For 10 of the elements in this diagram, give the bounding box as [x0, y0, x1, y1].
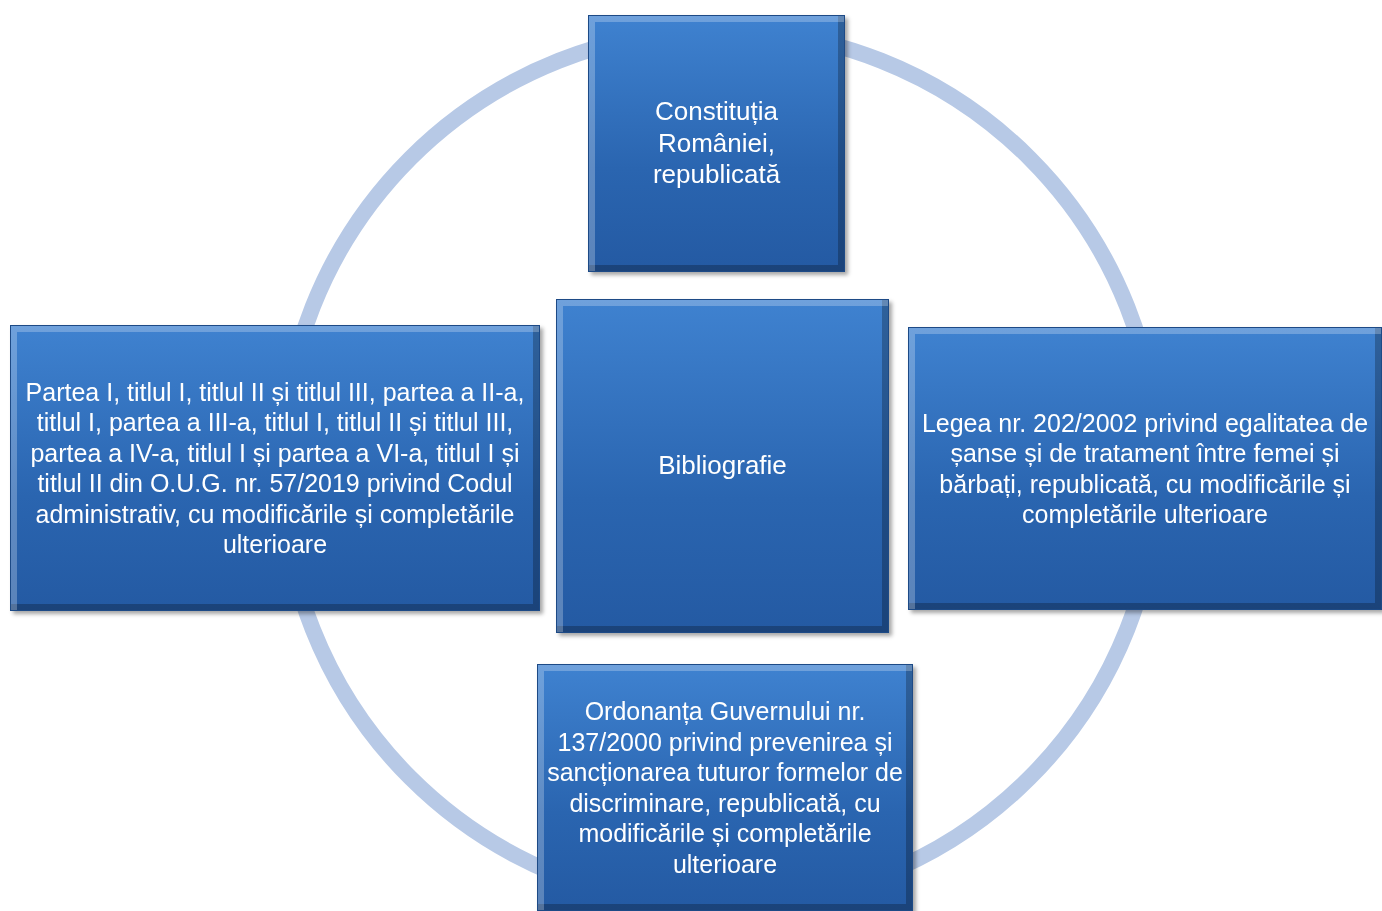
- text-box: [537, 664, 913, 911]
- text-box: [10, 325, 540, 611]
- box-text: Constituția României, republicată: [651, 95, 782, 192]
- box-text: Partea I, titlul I, titlul II și titlul III, partea a II-a, titlul I, partea a III-a, titlul I, titlul II și titlul III, partea a IV-a, titlul I și partea a VI-a, titlul I și titlul II din O.U.G. nr. 57/2019 privind Codul administrativ, cu modificările și completările ulterioare: [24, 376, 526, 560]
- box-text: Legea nr. 202/2002 privind egalitatea de șanse și de tratament între femei și bărbați, republicată, cu modificările și completările ulterioare: [920, 407, 1370, 530]
- text-box: [588, 15, 845, 272]
- text-box: [556, 299, 889, 633]
- box-text: Bibliografie: [657, 450, 788, 482]
- box-text: Ordonanța Guvernului nr. 137/2000 privind prevenirea și sancționarea tuturor formelor de discriminare, republicată, cu modificările și completările ulterioare: [546, 696, 904, 879]
- text-box: [908, 327, 1382, 610]
